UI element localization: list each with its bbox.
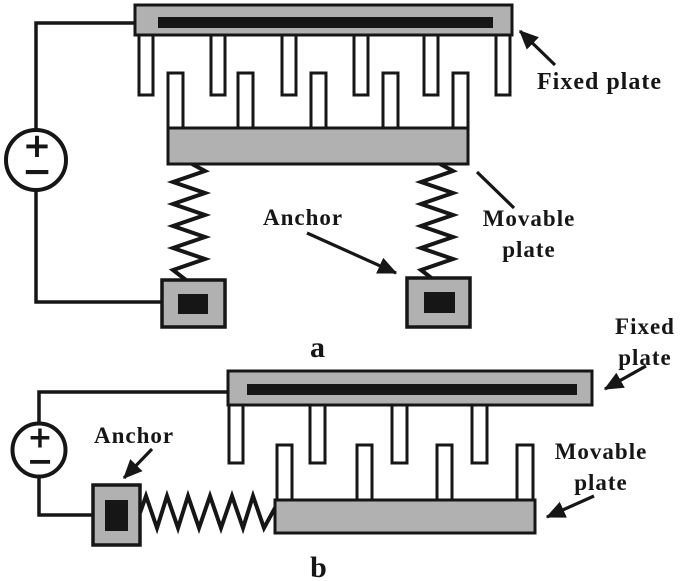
voltage-source-icon-a: + − [4, 126, 68, 193]
arrow-anchor-a [306, 231, 398, 275]
label-line: Movable [554, 439, 648, 464]
comb-finger [494, 27, 512, 97]
spring-right-a [414, 162, 460, 282]
label-line: plate [502, 237, 556, 262]
electrode-stripe-a [158, 17, 493, 28]
label-fixed-plate-b: Fixed plate [615, 311, 675, 373]
comb-finger [515, 443, 535, 507]
voltage-source-icon-b: + − [10, 421, 68, 480]
arrow-movable-plate-b [545, 494, 595, 519]
movable-plate-b [273, 498, 537, 535]
comb-finger [381, 71, 400, 137]
voltage-source-circle-a [4, 128, 68, 192]
label-movable-plate-b: Movable plate [555, 436, 648, 498]
arrow-anchor-b [122, 447, 154, 480]
plus-icon-b: + [27, 421, 52, 456]
minus-icon-a: − [22, 152, 52, 193]
comb-finger [355, 443, 374, 507]
label-movable-plate-a: Movable plate [483, 203, 576, 265]
wire-bottom-b [37, 476, 95, 517]
pointer-movable-plate-a [475, 170, 516, 210]
movable-comb-fingers-b [275, 443, 535, 507]
electrode-stripe-b [247, 384, 577, 395]
anchor-b [91, 483, 142, 547]
anchor-core [424, 292, 455, 313]
comb-finger [308, 397, 327, 465]
label-anchor-b: Anchor [94, 423, 175, 448]
comb-finger [390, 397, 409, 465]
caption-a: a [310, 331, 326, 364]
anchor-right-a [405, 276, 472, 329]
comb-finger [209, 27, 227, 97]
diagram-b: + − [10, 364, 647, 547]
label-anchor-a: Anchor [263, 205, 344, 230]
movable-plate-a [166, 126, 470, 166]
comb-finger [451, 71, 470, 137]
comb-finger [227, 397, 245, 465]
comb-finger [280, 27, 298, 97]
label-line: plate [574, 470, 628, 495]
comb-finger [470, 397, 489, 465]
comb-finger [137, 27, 155, 97]
label-line: plate [618, 345, 672, 370]
comb-finger [422, 27, 440, 97]
voltage-source-circle-b [10, 421, 68, 479]
comb-finger [435, 443, 454, 507]
movable-comb-fingers-a [166, 71, 470, 137]
comb-finger [236, 71, 255, 137]
minus-icon-b: − [27, 442, 54, 480]
anchor-pad [405, 276, 472, 329]
arrow-fixed-plate-a [518, 29, 557, 67]
anchor-pad [91, 483, 142, 547]
anchor-core [105, 500, 128, 531]
anchor-core [178, 294, 208, 314]
caption-b: b [310, 551, 328, 581]
wire-top-b [37, 390, 228, 425]
wire-bottom-a [34, 190, 164, 304]
spring-b [138, 489, 278, 535]
anchor-left-a [160, 278, 227, 329]
label-fixed-plate-a: Fixed plate [537, 69, 662, 95]
label-line: Fixed [615, 314, 675, 339]
arrow-fixed-plate-b [603, 364, 647, 391]
diagram-a: + − [4, 3, 557, 329]
comb-finger [309, 71, 328, 137]
label-line: Movable [482, 206, 576, 231]
plus-icon-a: + [23, 126, 52, 166]
comb-finger [352, 27, 370, 97]
wire-top-a [34, 21, 135, 131]
comb-finger [166, 71, 185, 137]
comb-finger [275, 443, 294, 507]
spring-left-a [166, 162, 212, 282]
